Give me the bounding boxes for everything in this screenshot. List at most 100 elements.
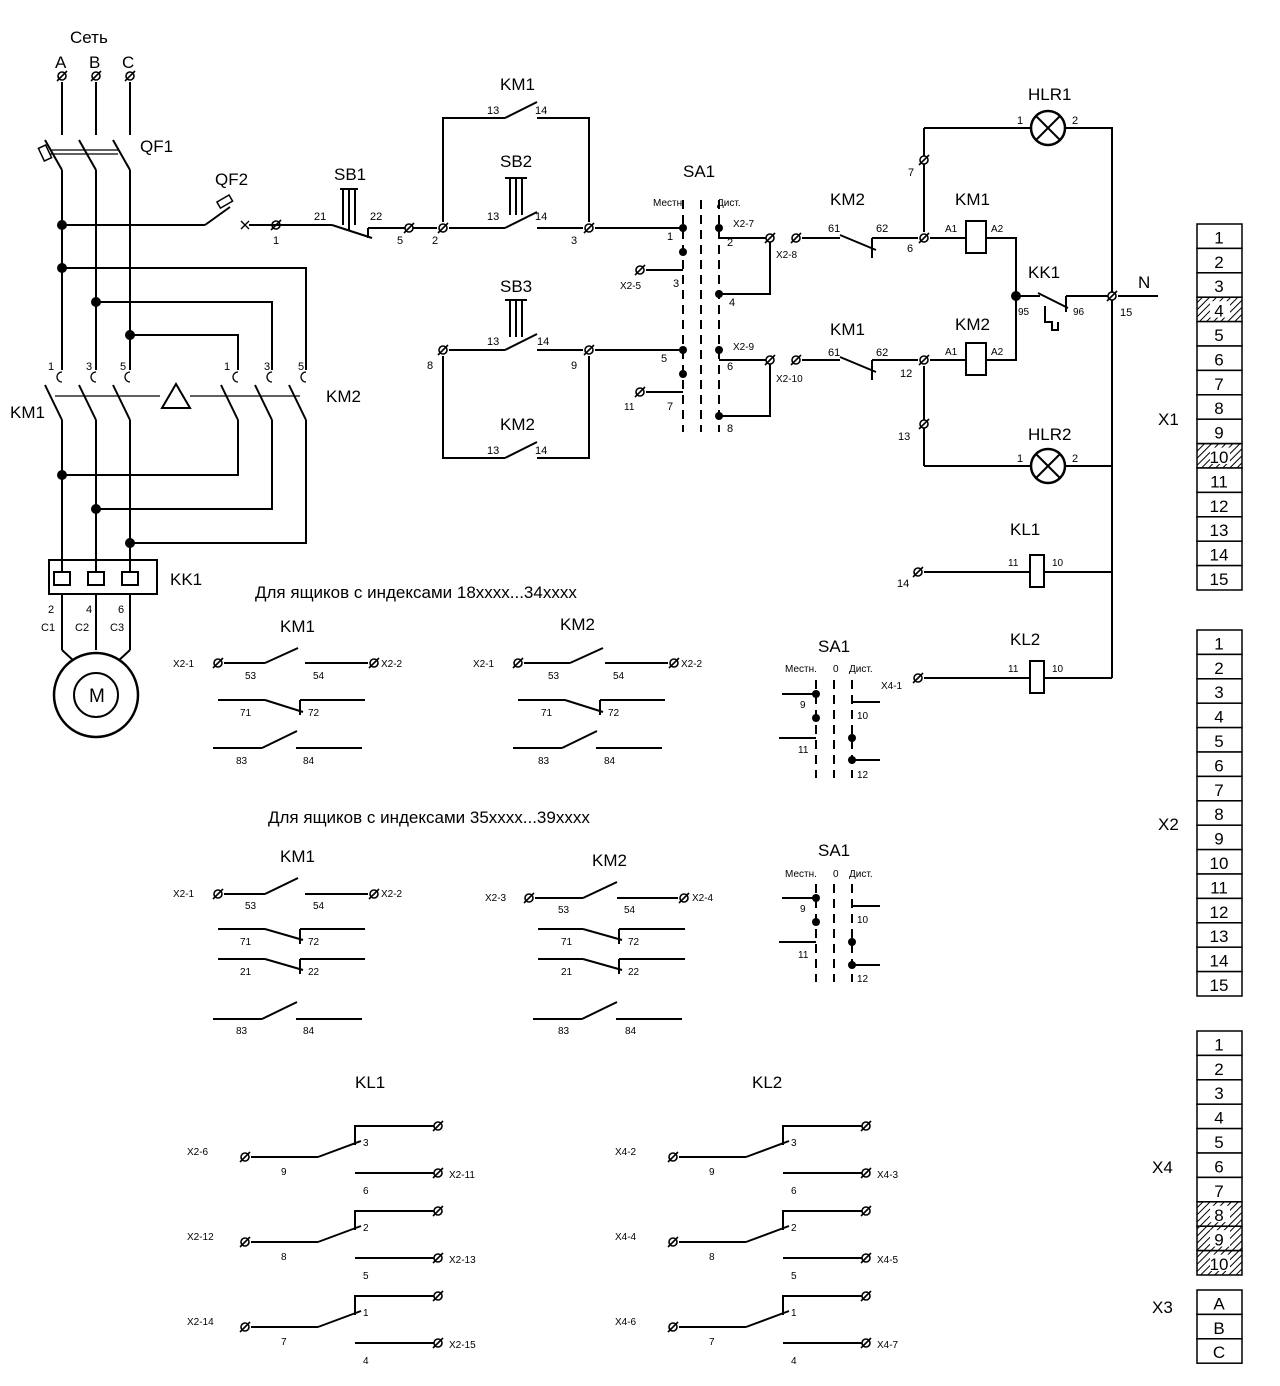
svg-text:X2-10: X2-10	[776, 374, 803, 385]
kl1-com-label: 9	[281, 1167, 287, 1178]
svg-text:2: 2	[1072, 115, 1078, 127]
svg-text:53: 53	[245, 671, 257, 682]
svg-text:21: 21	[314, 211, 326, 223]
x2-cell-label: 1	[1214, 634, 1223, 653]
kk1-control-label: KK1	[1028, 263, 1060, 282]
x2-cell-label: 13	[1210, 927, 1229, 946]
pole-3: 3	[86, 361, 92, 373]
x4-cell-label: 3	[1214, 1084, 1223, 1103]
svg-text:X2-8: X2-8	[776, 250, 798, 261]
kl1-nc-label: 4	[363, 1356, 369, 1367]
svg-text:71: 71	[240, 708, 252, 719]
sa1-selector: SA1 Местн. Дист. 1 2 3 4 5 6 7 8	[653, 162, 741, 435]
svg-text:84: 84	[303, 1026, 315, 1037]
x2-cell-label: 7	[1214, 781, 1223, 800]
x3-cell-label: A	[1213, 1294, 1225, 1313]
kl1-out-label: X2-15	[449, 1340, 476, 1351]
x4-cell	[1196, 1079, 1243, 1105]
svg-text:10: 10	[857, 711, 869, 722]
x1-cell	[1196, 247, 1243, 274]
x2-cell-label: 6	[1214, 756, 1223, 775]
kl1-com-label: 7	[281, 1337, 287, 1348]
x2-cell-label: 8	[1214, 805, 1223, 824]
x1-cell-label: 12	[1210, 497, 1229, 516]
km1-coil-label: KM1	[955, 190, 990, 209]
kl1-out-label: X2-13	[449, 1255, 476, 1266]
kl2-coil-label: KL2	[1010, 630, 1040, 649]
svg-text:Дист.: Дист.	[849, 664, 873, 675]
kl1-nc-label: 5	[363, 1271, 369, 1282]
svg-text:2: 2	[727, 237, 733, 249]
phase-a-label: A	[55, 53, 67, 72]
svg-text:3: 3	[673, 278, 679, 290]
out-c3: C3	[110, 622, 124, 634]
x4-cell-label: 10	[1210, 1255, 1229, 1274]
kl2-out-label: X4-3	[877, 1170, 899, 1181]
x3-cell	[1196, 1338, 1243, 1364]
svg-text:X2-7: X2-7	[733, 219, 755, 230]
x2-cell-label: 9	[1214, 830, 1223, 849]
svg-text:83: 83	[538, 756, 550, 767]
svg-text:11: 11	[798, 950, 809, 961]
svg-text:13: 13	[487, 336, 499, 348]
svg-text:10: 10	[1052, 664, 1064, 675]
svg-text:4: 4	[729, 297, 735, 309]
svg-text:14: 14	[537, 336, 549, 348]
svg-text:22: 22	[308, 967, 320, 978]
kl1-contacts-label: KL1	[355, 1073, 385, 1092]
x1-cell	[1196, 345, 1243, 372]
svg-text:54: 54	[313, 901, 325, 912]
svg-text:83: 83	[236, 1026, 248, 1037]
svg-text:Местн.: Местн.	[653, 198, 685, 209]
phase-b-label: B	[89, 53, 100, 72]
section-35-39: Для ящиков с индексами 35xxxx...39xxxx K…	[173, 808, 880, 1037]
x1-cell-label: 4	[1214, 302, 1223, 321]
x2-cell-label: 11	[1210, 878, 1228, 897]
svg-text:62: 62	[876, 347, 888, 359]
network-label: Сеть	[70, 28, 108, 47]
hlr1-lamp: HLR1	[1028, 85, 1071, 147]
svg-text:53: 53	[245, 901, 257, 912]
out-c2: C2	[75, 622, 89, 634]
km2-main-contacts: 1 3 5 KM2	[160, 361, 361, 421]
neutral-label: N	[1138, 273, 1150, 292]
x1-cell-label: 13	[1210, 521, 1229, 540]
x1-cell	[1196, 491, 1243, 518]
relay-contacts: KL1 KL2 X2-6X2-11936X2-12X2-13825X2-14X2…	[187, 1073, 899, 1367]
svg-text:1: 1	[667, 231, 673, 243]
svg-text:A2: A2	[991, 347, 1004, 358]
motor: M	[52, 651, 140, 739]
svg-text:15: 15	[1120, 307, 1132, 319]
x1-cell-label: 8	[1214, 399, 1223, 418]
x4-cell-label: 8	[1214, 1206, 1223, 1225]
x2-cell-label: 4	[1214, 708, 1223, 727]
svg-text:96: 96	[1073, 307, 1085, 318]
svg-text:22: 22	[370, 211, 382, 223]
svg-text:11: 11	[1008, 558, 1019, 569]
control-circuit: 1 21 SB1 22 5 2 KM1 13 14 SB2	[249, 75, 1158, 694]
kl2-com-label: 8	[709, 1252, 715, 1263]
x4-cell-label: 5	[1214, 1133, 1223, 1152]
kl2-in-label: X4-2	[615, 1147, 637, 1158]
phase-c-label: C	[122, 53, 134, 72]
kl2-com-label: 9	[709, 1167, 715, 1178]
x1-cell-label: 7	[1214, 375, 1223, 394]
pole-5b: 5	[298, 361, 304, 373]
x4-cell	[1196, 1127, 1243, 1154]
svg-text:13: 13	[898, 431, 910, 443]
svg-text:71: 71	[240, 937, 252, 948]
svg-text:84: 84	[625, 1026, 637, 1037]
svg-text:84: 84	[303, 756, 315, 767]
hlr2-label: HLR2	[1028, 425, 1071, 444]
x1-cell-label: 14	[1210, 546, 1229, 565]
terminal-b	[90, 70, 102, 82]
svg-text:13: 13	[487, 211, 499, 223]
x2-cell	[1196, 946, 1243, 973]
km2-hold-label: KM2	[500, 415, 535, 434]
s2-km2-label: KM2	[592, 851, 627, 870]
x2-cell-label: 14	[1210, 952, 1229, 971]
svg-text:72: 72	[308, 708, 320, 719]
svg-text:11: 11	[624, 402, 635, 413]
qf1-label: QF1	[140, 137, 173, 156]
svg-text:8: 8	[427, 360, 433, 372]
